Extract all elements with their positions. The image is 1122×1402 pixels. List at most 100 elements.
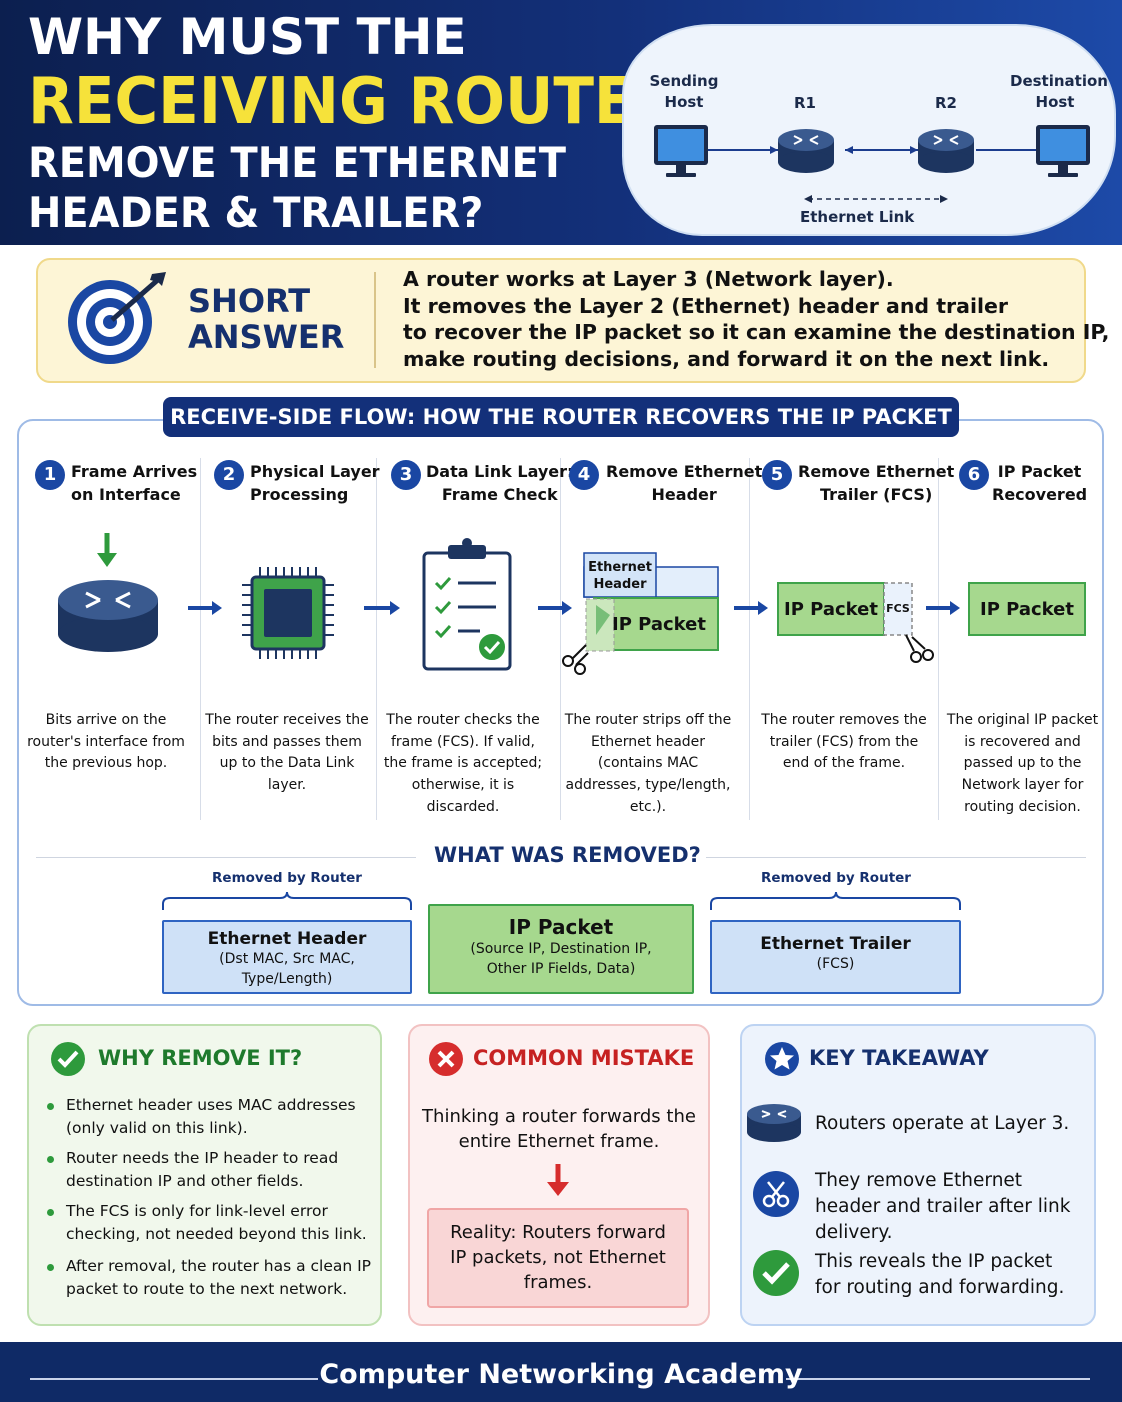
chip-icon: [242, 567, 334, 659]
footer-line: [786, 1378, 1090, 1380]
r1-router-icon: [778, 129, 834, 173]
short-answer-line: A router works at Layer 3 (Network layer…: [403, 267, 894, 291]
key-takeaway-title: KEY TAKEAWAY: [809, 1046, 989, 1070]
scissors-icon: [905, 634, 934, 663]
short-answer-title-line2: ANSWER: [188, 318, 345, 356]
r2-router-icon: [918, 129, 974, 173]
title-line-2: RECEIVING ROUTER: [28, 65, 681, 139]
divider-line: [706, 857, 1086, 858]
flow-arrow-icon: [538, 601, 572, 615]
scissors-icon: [562, 644, 589, 675]
flow-arrow-icon: [926, 601, 960, 615]
flow-banner: RECEIVE-SIDE FLOW: HOW THE ROUTER RECOVE…: [163, 397, 959, 437]
star-circle-icon: [765, 1042, 799, 1076]
why-bullet: Router needs the IP header to read desti…: [66, 1149, 339, 1190]
short-answer-line: make routing decisions, and forward it o…: [403, 346, 1050, 371]
step-number: 5: [762, 460, 792, 490]
r2-label: R2: [935, 94, 957, 112]
check-circle-icon: [753, 1250, 799, 1296]
divider-line: [36, 857, 416, 858]
step-divider: [938, 458, 939, 820]
why-bullet: The FCS is only for link-level error che…: [66, 1202, 367, 1243]
step-description: The router receives the bits and passes …: [205, 712, 369, 794]
step-description: Bits arrive on the router's interface fr…: [27, 712, 185, 772]
scissors-circle-icon: [753, 1171, 799, 1217]
down-arrow-icon: [547, 1164, 569, 1196]
footer-line: [30, 1378, 318, 1380]
step-number: 2: [214, 460, 244, 490]
footer-bar: [0, 1342, 1122, 1402]
step-divider: [200, 458, 201, 820]
step-number: 6: [959, 460, 989, 490]
footer-text: Computer Networking Academy: [319, 1359, 803, 1390]
router-icon: [58, 533, 158, 652]
bullet-dot: [47, 1103, 54, 1110]
why-remove-title: WHY REMOVE IT?: [98, 1046, 303, 1070]
flow-arrow-icon: [188, 601, 222, 615]
key-takeaway-card: [740, 1024, 1096, 1326]
flow-arrow-icon: [364, 601, 400, 615]
removed-by-router-label: Removed by Router: [212, 870, 362, 886]
topology-diagram: [654, 125, 1090, 203]
ethernet-header-icon: [583, 552, 719, 652]
ip-packet-label: IP Packet: [980, 599, 1074, 620]
flow-icons: [58, 533, 1086, 675]
why-bullet: Ethernet header uses MAC addresses (only…: [66, 1096, 356, 1137]
ip-packet-icon: [968, 582, 1086, 636]
fcs-label: FCS: [886, 602, 910, 615]
why-bullet: After removal, the router has a clean IP…: [66, 1257, 372, 1298]
short-answer-line: to recover the IP packet so it can exami…: [403, 320, 1110, 344]
common-mistake-title: COMMON MISTAKE: [473, 1046, 695, 1070]
short-answer-title-line1: SHORT: [188, 282, 311, 320]
clipboard-check-icon: [422, 538, 512, 671]
sending-host-label: Sending Host: [649, 72, 719, 111]
takeaway-item: This reveals the IP packet for routing a…: [815, 1251, 1065, 1298]
r1-label: R1: [794, 94, 816, 112]
step-number: 1: [35, 460, 65, 490]
takeaway-item: Routers operate at Layer 3.: [815, 1113, 1070, 1134]
removed-by-router-label: Removed by Router: [761, 870, 911, 886]
flow-arrow-icon: [734, 601, 768, 615]
reality-text: Reality: Routers forward IP packets, not…: [450, 1222, 666, 1293]
x-circle-icon: [429, 1042, 463, 1076]
short-answer-box: [36, 258, 1086, 383]
bullet-dot: [47, 1264, 54, 1271]
router-icon: [747, 1104, 801, 1142]
title-line-1: WHY MUST THE: [28, 8, 467, 66]
sending-host-monitor-icon: [654, 125, 708, 177]
header-banner: WHY MUST THE RECEIVING ROUTER REMOVE THE…: [0, 0, 1122, 245]
step-description: The original IP packet is recovered and …: [946, 712, 1099, 815]
reality-box: [427, 1208, 689, 1308]
step-divider: [560, 458, 561, 820]
why-remove-card: [27, 1024, 382, 1326]
title-line-4: HEADER & TRAILER?: [28, 188, 484, 237]
target-icon: [68, 272, 166, 364]
ip-packet-label: IP Packet: [612, 614, 706, 635]
destination-host-monitor-icon: [1036, 125, 1090, 177]
ethernet-header-box: Ethernet Header (Dst MAC, Src MAC, Type/…: [162, 920, 412, 994]
short-answer-line: It removes the Layer 2 (Ethernet) header…: [403, 293, 1009, 318]
title-line-3: REMOVE THE ETHERNET: [28, 138, 567, 187]
step-description: The router strips off the Ethernet heade…: [564, 712, 732, 815]
step-divider: [749, 458, 750, 820]
short-answer-text: A router works at Layer 3 (Network layer…: [403, 266, 1110, 372]
short-answer-title: SHORT ANSWER: [188, 283, 344, 355]
step-divider: [376, 458, 377, 820]
page-title: WHY MUST THE RECEIVING ROUTER REMOVE THE…: [28, 8, 681, 237]
step-title: Data Link Layer:Frame Check: [426, 462, 574, 504]
ip-packet-label: IP Packet: [784, 599, 878, 620]
step-number: 4: [569, 460, 599, 490]
short-answer-divider: [374, 272, 376, 368]
ethernet-link-label: Ethernet Link: [800, 208, 915, 226]
step-number: 3: [391, 460, 421, 490]
check-circle-icon: [51, 1042, 85, 1076]
bullet-dot: [47, 1209, 54, 1216]
destination-host-label: Destination Host: [1010, 72, 1108, 111]
bullet-dot: [47, 1156, 54, 1163]
